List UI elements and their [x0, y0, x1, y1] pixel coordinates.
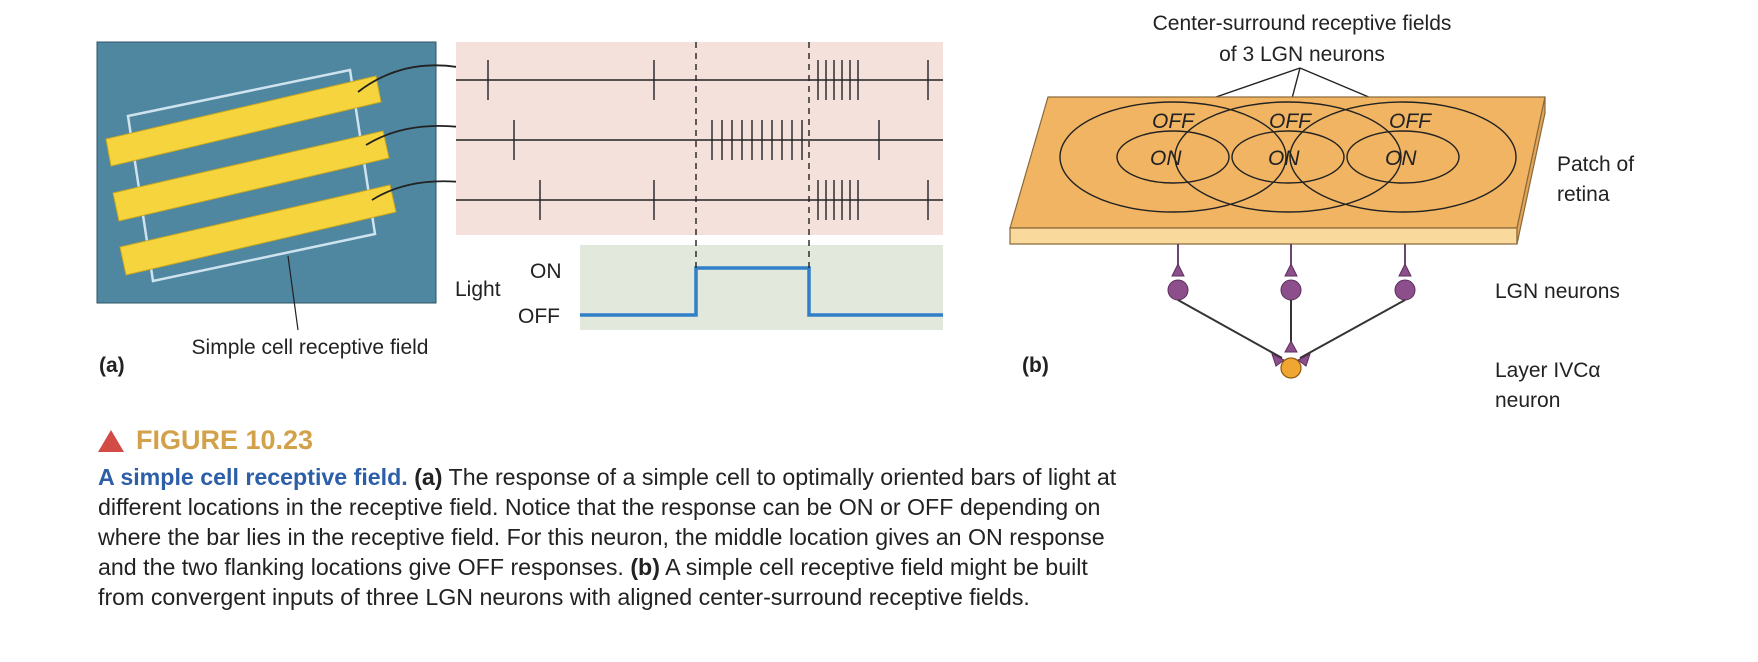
- center-surround-title-2: of 3 LGN neurons: [1219, 43, 1385, 66]
- figure-title: FIGURE 10.23: [98, 425, 1138, 456]
- spike-trains: [456, 60, 943, 220]
- center-surround-title-1: Center-surround receptive fields: [1153, 12, 1452, 35]
- on-label-right: ON: [1385, 147, 1417, 170]
- on-label-middle: ON: [1268, 147, 1300, 170]
- retina-slab-front: [1009, 227, 1518, 245]
- figure-caption: FIGURE 10.23 A simple cell receptive fie…: [98, 425, 1138, 612]
- figure-diagram: Simple cell receptive field (a) Light ON…: [96, 12, 1634, 412]
- off-label: OFF: [518, 305, 560, 328]
- synapse-middle: [1284, 339, 1298, 353]
- patch-of-retina-label-1: Patch of: [1557, 153, 1634, 176]
- off-label-middle: OFF: [1269, 110, 1312, 133]
- light-bar-bottom: [119, 184, 397, 276]
- off-label-left: OFF: [1152, 110, 1195, 133]
- lgn-axon-terminal-left: [1171, 262, 1185, 277]
- lgn-neurons: [1167, 244, 1416, 367]
- center-middle: [1231, 130, 1345, 184]
- lgn-neuron-middle: [1280, 279, 1302, 301]
- light-stimulus-panel: [580, 245, 943, 330]
- caption-part-a: (a): [414, 464, 443, 490]
- light-label: Light: [455, 278, 501, 301]
- rf-label: Simple cell receptive field: [192, 336, 429, 359]
- layer-ivc-label-2: neuron: [1495, 389, 1560, 412]
- patch-of-retina-label-2: retina: [1557, 183, 1610, 206]
- panel-a-label: (a): [99, 354, 125, 377]
- synapse-right: [1297, 353, 1311, 367]
- lgn-neurons-label: LGN neurons: [1495, 280, 1620, 303]
- spike-train-panel: [456, 42, 943, 235]
- triangle-icon: [98, 429, 124, 452]
- surround-middle: [1174, 101, 1402, 213]
- light-stimulus-trace: [580, 266, 943, 317]
- retina-slab-side: [1516, 96, 1546, 245]
- caption-text: A simple cell receptive field. (a) The r…: [98, 462, 1138, 612]
- on-label-left: ON: [1150, 147, 1182, 170]
- panel-b-label: (b): [1022, 354, 1049, 377]
- layer-ivc-label-1: Layer IVCα: [1495, 359, 1601, 382]
- synapse-left: [1271, 353, 1285, 367]
- surround-right: [1289, 101, 1517, 213]
- center-left: [1116, 130, 1230, 184]
- figure-number: FIGURE 10.23: [136, 425, 314, 455]
- light-bar-middle: [112, 130, 390, 222]
- center-right: [1346, 130, 1460, 184]
- light-bar-top: [105, 75, 382, 167]
- lgn-axon-terminal-middle: [1284, 262, 1298, 277]
- caption-part-b: (b): [630, 554, 660, 580]
- simple-cell-rf-outline: [126, 68, 377, 283]
- surround-left: [1059, 101, 1287, 213]
- caption-text-a: The response of a simple cell to optimal…: [98, 464, 1117, 580]
- off-label-right: OFF: [1389, 110, 1432, 133]
- lgn-neuron-left: [1167, 279, 1189, 301]
- layer-ivc-neuron: [1280, 357, 1302, 379]
- lgn-axon-terminal-right: [1398, 262, 1412, 277]
- panel-b: Center-surround receptive fields of 3 LG…: [1009, 12, 1634, 412]
- on-label: ON: [530, 260, 562, 283]
- caption-lead: A simple cell receptive field.: [98, 464, 408, 490]
- rf-label-leader: [287, 255, 299, 331]
- caption-text-b: A simple cell receptive field might be b…: [98, 554, 1088, 610]
- lgn-neuron-right: [1394, 279, 1416, 301]
- panel-a: Simple cell receptive field (a) Light ON…: [96, 41, 943, 377]
